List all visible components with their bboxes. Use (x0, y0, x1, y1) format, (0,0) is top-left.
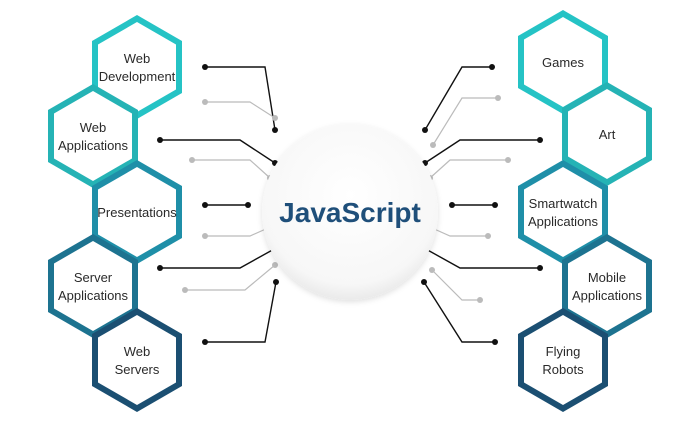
right-hexagon-label-line: Flying (546, 344, 581, 359)
connector-line (192, 159, 271, 179)
left-hexagon-label-line: Server (74, 270, 113, 285)
connector-line (185, 264, 276, 291)
left-hexagon-face (54, 241, 132, 331)
connector-dot (489, 64, 495, 70)
right-hexagon-label-line: Robots (542, 362, 584, 377)
right-hexagon-face (524, 315, 602, 405)
connector-dot (202, 233, 208, 239)
connector-dot (430, 142, 436, 148)
right-hexagon-2: Art (562, 82, 652, 186)
left-hexagon-label-line: Applications (58, 288, 129, 303)
left-hexagon-3: Presentations (92, 160, 182, 264)
connector-dot (272, 127, 278, 133)
connector-dot (449, 202, 455, 208)
right-hexagon-face (524, 17, 602, 107)
right-hexagon-label-line: Art (599, 127, 616, 142)
connector-dot (537, 265, 543, 271)
connector-lines (157, 64, 543, 345)
right-hexagon-label: Games (542, 55, 584, 70)
connector-dot (202, 202, 208, 208)
connector-line (205, 101, 276, 119)
connector-line (160, 247, 277, 269)
connector-line (423, 247, 540, 269)
connector-line (205, 66, 276, 131)
left-hexagon-face (98, 315, 176, 405)
connector-dot (245, 202, 251, 208)
connector-line (424, 66, 492, 131)
right-hexagon-1: Games (518, 10, 608, 114)
right-hexagon-face (524, 167, 602, 257)
connector-dot (505, 157, 511, 163)
connector-line (431, 227, 488, 237)
connector-dot (477, 297, 483, 303)
connector-dot (422, 127, 428, 133)
connector-dot (189, 157, 195, 163)
right-hexagon-label-line: Applications (572, 288, 643, 303)
connector-line (205, 281, 277, 343)
connector-dot (421, 279, 427, 285)
connector-dot (202, 64, 208, 70)
connector-dot (495, 95, 501, 101)
connector-dot (485, 233, 491, 239)
right-hexagon-face (568, 241, 646, 331)
connector-dot (429, 267, 435, 273)
left-hexagon-face (54, 91, 132, 181)
center-circle (262, 124, 438, 300)
connector-line (432, 97, 498, 146)
connector-dot (273, 279, 279, 285)
connector-dot (272, 262, 278, 268)
connector-line (429, 159, 508, 179)
center-title: JavaScript (279, 197, 421, 228)
left-hexagon-label-line: Web (80, 120, 107, 135)
right-hexagon-label: Art (599, 127, 616, 142)
left-hexagon-label-line: Web (124, 51, 151, 66)
left-hexagon-label-line: Applications (58, 138, 129, 153)
connector-dot (202, 99, 208, 105)
right-hexagon-label-line: Applications (528, 214, 599, 229)
connector-dot (157, 265, 163, 271)
right-hexagon-face (568, 89, 646, 179)
connector-line (205, 227, 269, 237)
left-hexagon-label-line: Servers (115, 362, 160, 377)
left-hexagon-label-line: Presentations (97, 205, 177, 220)
connector-dot (272, 115, 278, 121)
connector-dot (182, 287, 188, 293)
connector-dot (492, 202, 498, 208)
center-node: JavaScript (262, 124, 438, 300)
left-hexagon-label-line: Web (124, 344, 151, 359)
left-hexagon-label-line: Development (99, 69, 176, 84)
connector-line (424, 139, 540, 164)
connector-line (160, 139, 276, 164)
right-hexagon-label-line: Games (542, 55, 584, 70)
left-hexagon-label: Presentations (97, 205, 177, 220)
connector-dot (537, 137, 543, 143)
right-hexagon-label-line: Smartwatch (529, 196, 598, 211)
left-hexagon-face (98, 22, 176, 112)
right-hexagon-label-line: Mobile (588, 270, 626, 285)
left-hexagon-face (98, 167, 176, 257)
connector-dot (492, 339, 498, 345)
connector-line (431, 269, 480, 301)
connector-dot (157, 137, 163, 143)
connector-line (423, 281, 495, 343)
connector-dot (202, 339, 208, 345)
